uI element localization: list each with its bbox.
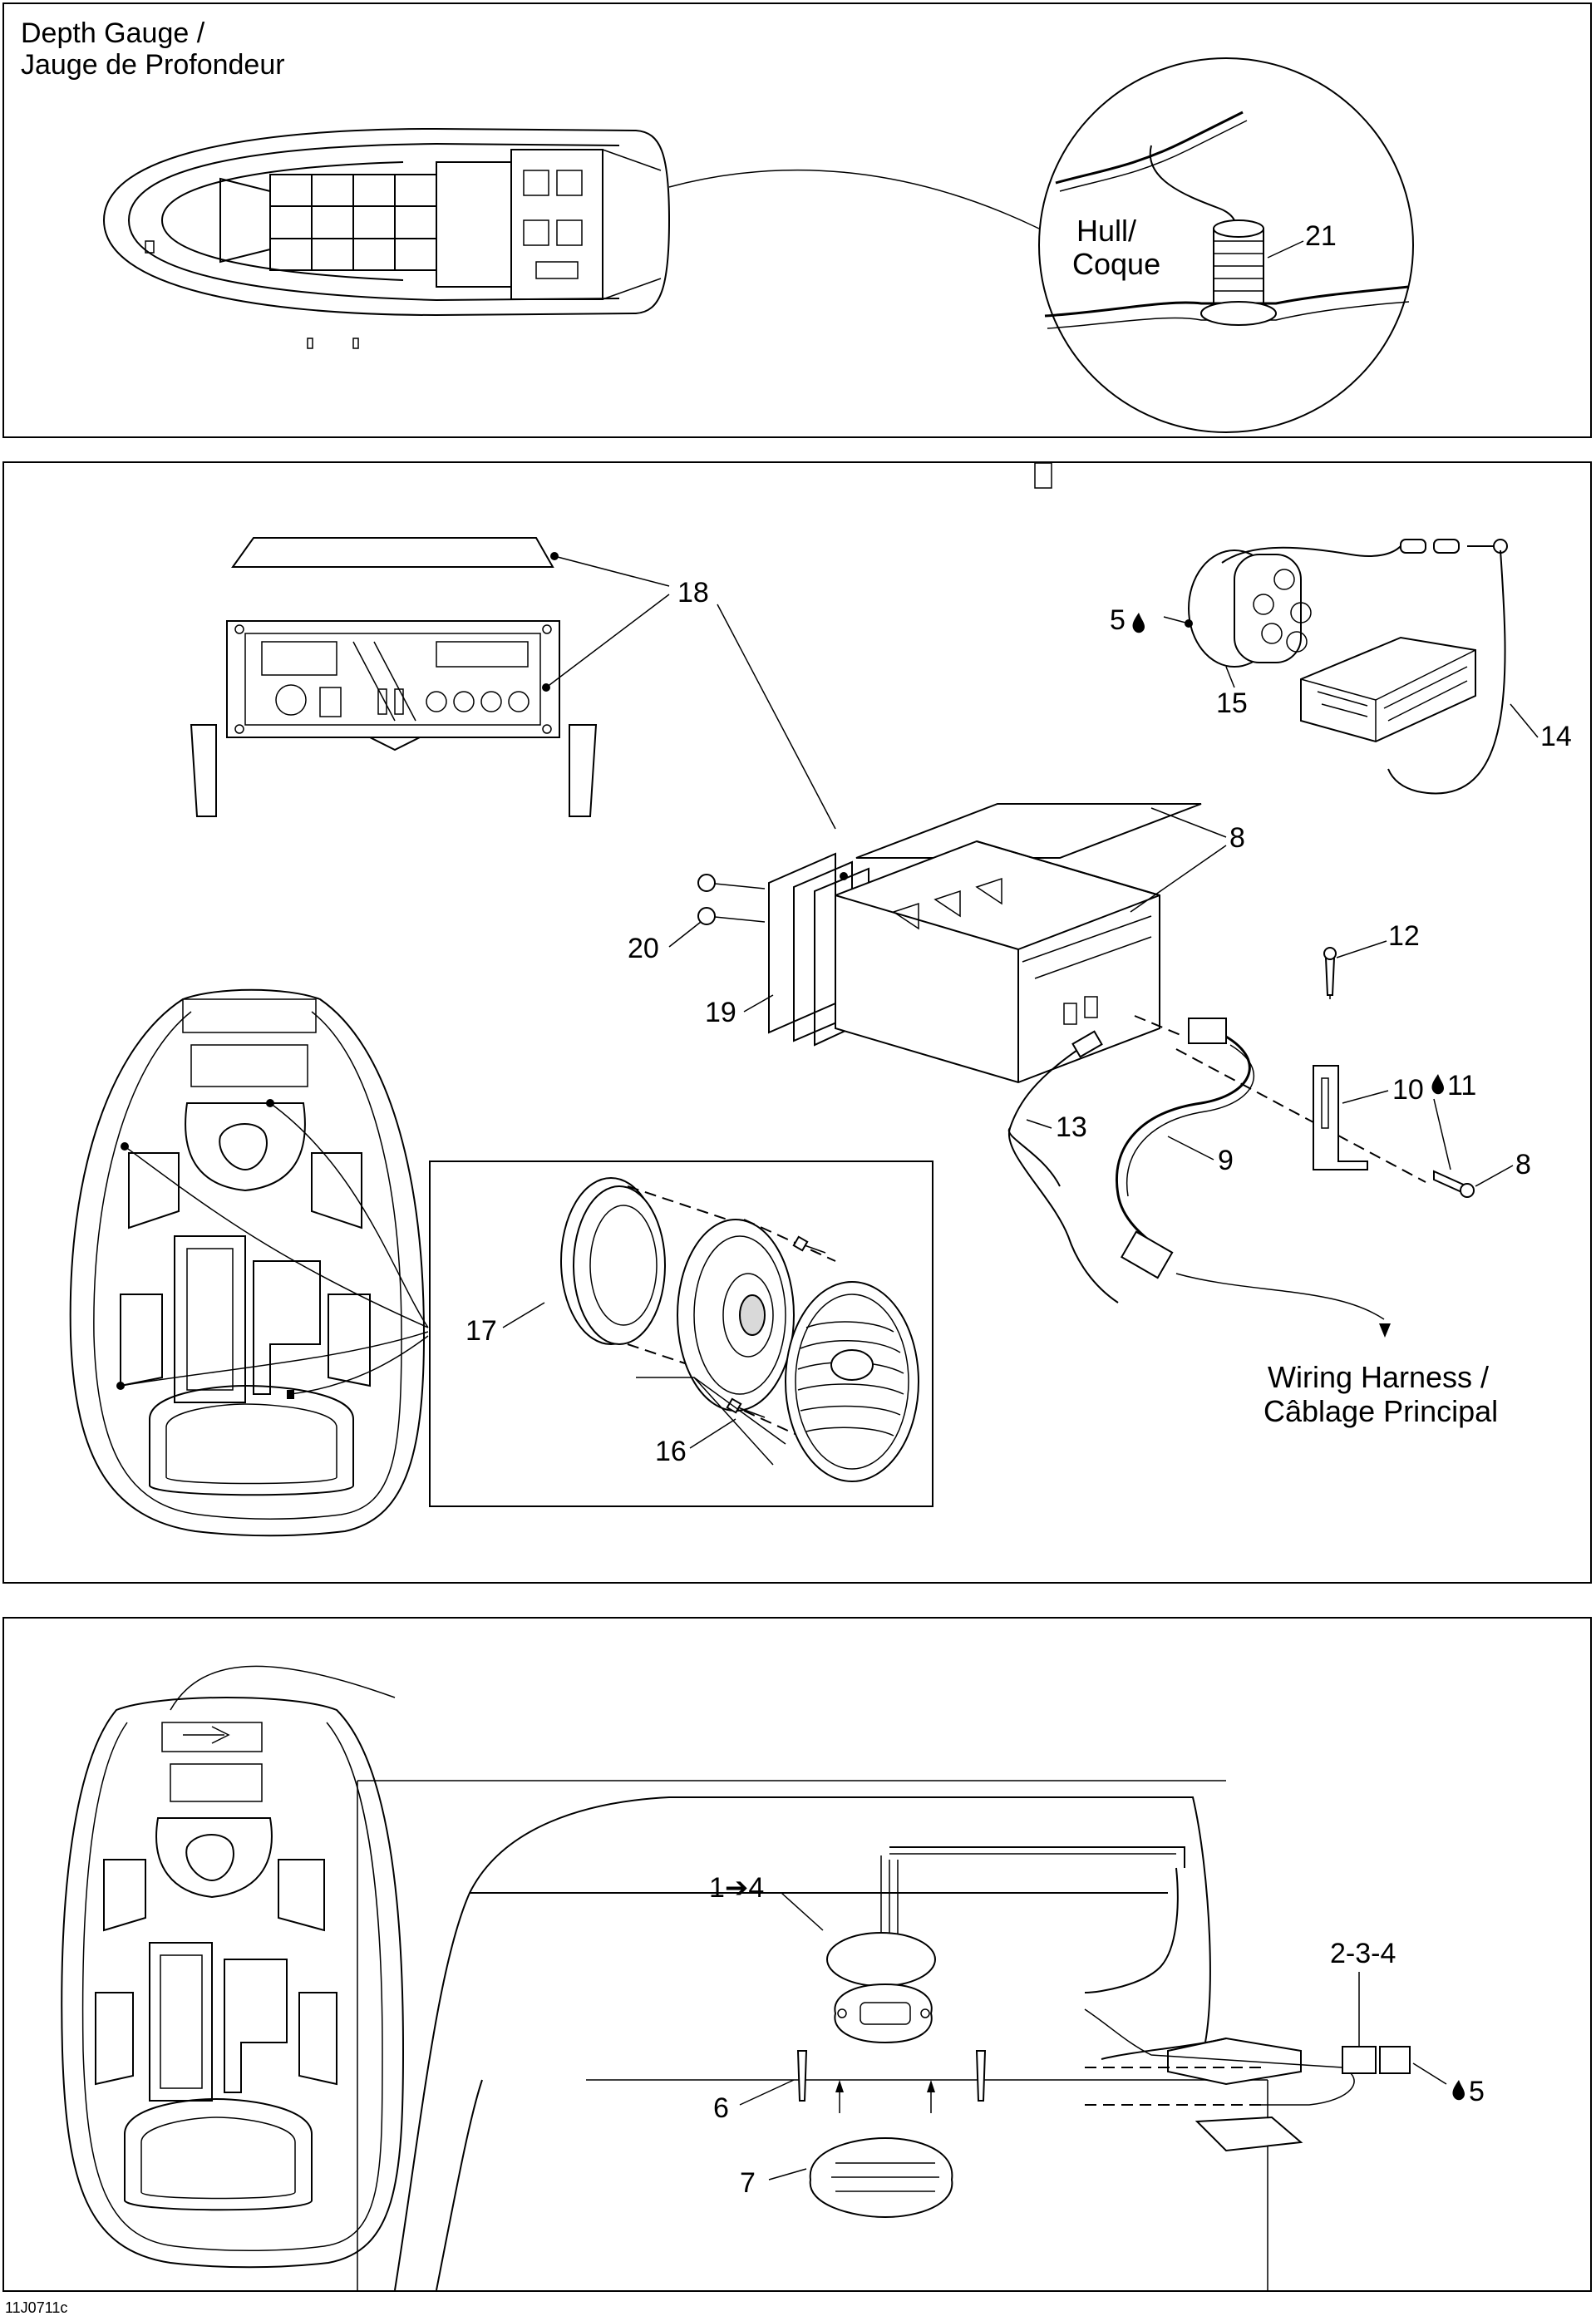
speaker-mount-diagram: 1➔4 2-3-4 5 6 7 <box>61 1665 1485 2290</box>
callout-20: 20 <box>628 933 659 964</box>
hull-label-line2: Coque <box>1072 247 1160 281</box>
callout-15: 15 <box>1216 687 1248 719</box>
callout-13: 13 <box>1056 1111 1087 1143</box>
loctite-drop-icon <box>1132 613 1145 633</box>
wiring-and-bracket: 12 10 11 8 9 13 Wiring Harness / Câblage… <box>1007 920 1531 1428</box>
wiring-harness-line2: Câblage Principal <box>1264 1394 1498 1428</box>
callout-11: 11 <box>1447 1070 1476 1101</box>
callout-2-3-4: 2-3-4 <box>1330 1938 1396 1969</box>
boat-deck-view-bottom <box>61 1665 405 2269</box>
callout-6: 6 <box>713 2092 729 2124</box>
callout-18: 18 <box>677 577 709 609</box>
speaker-mount-panel: 1➔4 2-3-4 5 6 7 <box>2 1617 1592 2292</box>
callout-5-mount: 5 <box>1469 2076 1485 2107</box>
deck-detail-view: 1➔4 2-3-4 5 6 7 <box>357 1780 1485 2290</box>
depth-gauge-diagram: Depth Gauge / Jauge de Profondeur <box>21 17 1414 433</box>
drawing-code: 11J0711c <box>5 2299 68 2316</box>
depth-gauge-title-line2: Jauge de Profondeur <box>21 49 285 81</box>
callout-5-stereo: 5 <box>1110 604 1126 636</box>
speaker-exploded-inset: 17 16 <box>429 1160 933 1507</box>
stereo-installation-diagram: 18 8 <box>69 463 1572 1537</box>
remote-and-cable: 5 15 14 <box>1110 539 1572 795</box>
callout-19: 19 <box>705 997 736 1028</box>
boat-deck-view-middle <box>69 988 429 1537</box>
callout-8-top: 8 <box>1229 822 1245 854</box>
loctite-drop-icon-11 <box>1431 1074 1444 1095</box>
callout-8-bottom: 8 <box>1515 1149 1531 1180</box>
hull-label-line1: Hull/ <box>1076 214 1136 248</box>
callout-21: 21 <box>1305 220 1337 252</box>
callout-12: 12 <box>1388 920 1420 952</box>
stereo-bezel-assembly: 18 <box>190 537 836 830</box>
depth-gauge-panel: Depth Gauge / Jauge de Profondeur <box>2 2 1592 438</box>
wiring-harness-line1: Wiring Harness / <box>1268 1360 1489 1394</box>
transducer-detail-circle: Hull/ Coque 21 <box>1038 57 1414 433</box>
callout-1-to-4: 1➔4 <box>709 1872 764 1904</box>
callout-10: 10 <box>1392 1074 1424 1106</box>
depth-gauge-leader-line <box>668 169 1040 229</box>
callout-9: 9 <box>1218 1145 1234 1176</box>
callout-16: 16 <box>655 1436 687 1467</box>
callout-7: 7 <box>740 2167 756 2199</box>
boat-top-view <box>102 127 671 349</box>
loctite-drop-icon-5 <box>1452 2080 1465 2101</box>
callout-14: 14 <box>1540 721 1572 752</box>
radio-unit-exploded: 8 20 19 <box>628 463 1245 1084</box>
depth-gauge-title-line1: Depth Gauge / <box>21 17 205 49</box>
stereo-installation-panel: 18 8 <box>2 461 1592 1584</box>
callout-17: 17 <box>466 1315 497 1347</box>
